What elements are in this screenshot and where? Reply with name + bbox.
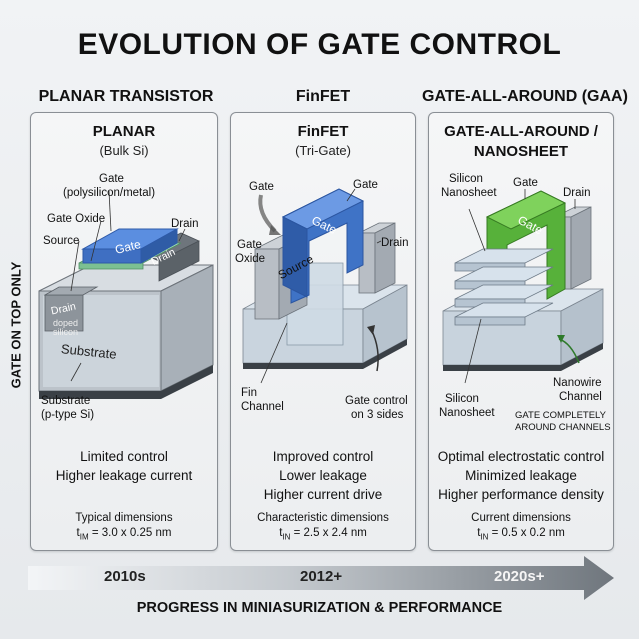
description-line: Minimized leakage — [465, 468, 577, 483]
label-nanowire-1: Nanowire — [553, 377, 602, 389]
label-control-1: Gate control — [345, 395, 408, 407]
description-line: Optimal electrostatic control — [437, 449, 605, 464]
label-source: Source — [43, 235, 80, 247]
page-title: EVOLUTION OF GATE CONTROL — [77, 28, 562, 61]
panel-title: GATE-ALL-AROUND / — [444, 123, 598, 140]
label-substrate-type: (p-type Si) — [41, 409, 95, 421]
era-2020s: 2020s+ — [494, 568, 545, 585]
panel-subtitle: NANOSHEET — [473, 143, 569, 160]
side-label-text: GATE ON TOP ONLY — [8, 261, 24, 389]
description-line: Higher current drive — [263, 487, 383, 502]
label-nanosheet-bottom-2: Nanosheet — [439, 407, 495, 419]
label-nanowire-2: Channel — [559, 391, 602, 403]
panel-subtitle: (Bulk Si) — [99, 143, 149, 158]
era-2010s: 2010s — [104, 568, 146, 585]
panel-gaa: GATE-ALL-AROUND / NANOSHEET — [428, 112, 614, 551]
era-2012: 2012+ — [300, 568, 343, 585]
label-fin-2: Channel — [241, 401, 284, 413]
planar-transistor-diagram — [38, 190, 214, 399]
description-line: Improved control — [272, 449, 374, 464]
description-line: Higher performance density — [438, 487, 604, 502]
label-complete-2: AROUND CHANNELS — [515, 422, 611, 433]
dimensions-value: tIN = 0.5 x 0.2 nm — [477, 527, 565, 542]
label-substrate: Substrate — [41, 395, 91, 407]
timeline-arrow — [28, 556, 618, 600]
label-gate-oxide-2: Oxide — [235, 253, 266, 265]
panel-title: FinFET — [297, 123, 349, 140]
dimensions-title: Typical dimensions — [75, 512, 173, 524]
description-line: Limited control — [80, 449, 168, 464]
label-drain: Drain — [381, 237, 409, 249]
description: Limited control Higher leakage current — [31, 447, 217, 485]
label-gate-oxide-1: Gate — [237, 239, 262, 251]
panel-title: PLANAR — [92, 123, 156, 140]
label-gate-right: Gate — [353, 179, 378, 191]
gaa-diagram — [442, 189, 604, 384]
footer-caption: PROGRESS IN MINIASURIZATION & PERFORMANC… — [136, 600, 503, 616]
nanosheet-stack — [454, 248, 554, 326]
dimensions: Typical dimensions tIM = 3.0 x 0.25 nm — [31, 511, 217, 544]
dimensions-title: Current dimensions — [471, 512, 571, 524]
label-gate: Gate — [513, 177, 538, 189]
description-line: Higher leakage current — [55, 468, 193, 483]
label-nanosheet-bottom-1: Silicon — [445, 393, 479, 405]
label-gate: Gate — [99, 173, 124, 185]
description: Optimal electrostatic control Minimized … — [429, 447, 613, 504]
label-drain-right: Drain — [171, 218, 199, 230]
label-gate-material: (polysilicon/metal) — [63, 187, 156, 199]
panel-planar: PLANAR (Bulk Si) Gate (polysilicon/metal… — [30, 112, 218, 551]
description-line: Lower leakage — [279, 468, 367, 483]
dimensions-value: tIN = 2.5 x 2.4 nm — [279, 527, 367, 542]
column-heading-planar: PLANAR TRANSISTOR — [38, 88, 214, 105]
label-drain: Drain — [563, 187, 591, 199]
description: Improved control Lower leakage Higher cu… — [231, 447, 415, 504]
label-doped-1: doped — [53, 318, 79, 328]
label-control-2: on 3 sides — [351, 409, 404, 421]
label-doped-2: silicon — [53, 327, 79, 337]
dimensions-value: tIM = 3.0 x 0.25 nm — [76, 527, 172, 542]
dimensions-title: Characteristic dimensions — [257, 512, 389, 524]
label-nanosheet-top-1: Silicon — [449, 173, 483, 185]
timeline-arrow-shape — [28, 556, 614, 600]
panel-subtitle: (Tri-Gate) — [295, 143, 351, 158]
label-nanosheet-top-2: Nanosheet — [441, 187, 497, 199]
finfet-diagram — [242, 188, 408, 384]
dimensions: Current dimensions tIN = 0.5 x 0.2 nm — [429, 511, 613, 544]
label-fin-1: Fin — [241, 387, 257, 399]
column-heading-gaa: GATE-ALL-AROUND (GAA) — [422, 88, 628, 105]
label-gate-left: Gate — [249, 181, 274, 193]
label-gate-oxide: Gate Oxide — [47, 213, 106, 225]
label-complete-1: GATE COMPLETELY — [515, 410, 606, 421]
dimensions: Characteristic dimensions tIN = 2.5 x 2.… — [231, 511, 415, 544]
column-heading-finfet: FinFET — [295, 88, 351, 105]
panel-finfet: FinFET (Tri-Gate) Gate Gate Gate Oxide D… — [230, 112, 416, 551]
